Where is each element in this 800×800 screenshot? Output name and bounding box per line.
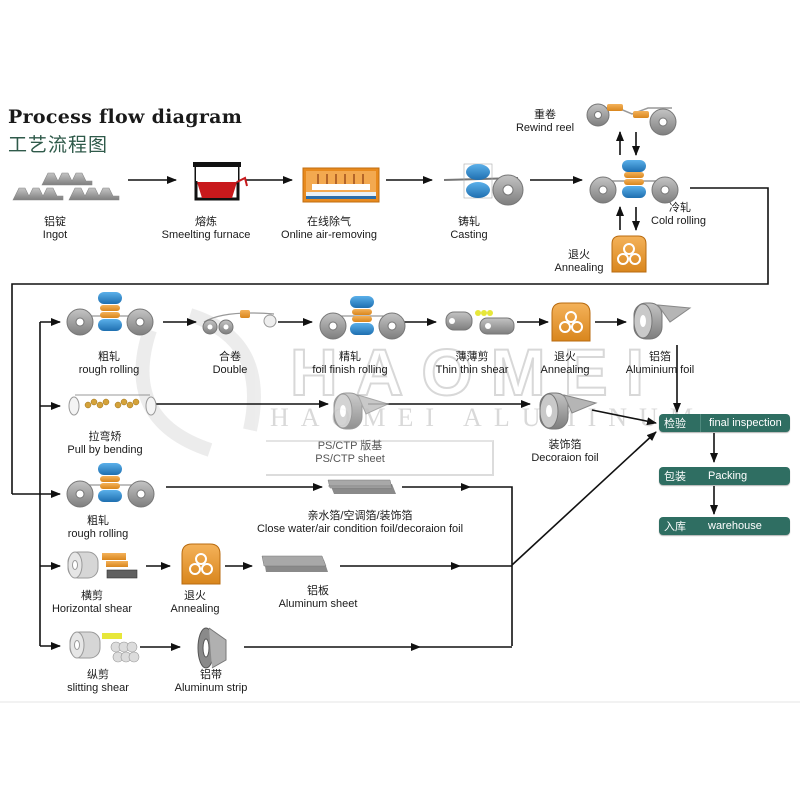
slitting-shear-icon xyxy=(69,631,140,663)
arrow-decoration-inspection xyxy=(591,409,657,426)
label-rough-rolling-2: 粗轧 rough rolling xyxy=(67,515,129,540)
label-cold-rolling: 冷轧 Cold rolling xyxy=(651,202,707,227)
double-icon xyxy=(202,310,277,335)
horizontal-shear-icon xyxy=(67,551,138,579)
label-foil-finish-rolling: 精轧 foil finish rolling xyxy=(312,351,388,376)
label-ps-ctp: PS/CTP 版基 PS/CTP sheet xyxy=(315,440,385,465)
annealing-icon xyxy=(611,235,647,273)
annealing-icon xyxy=(181,543,221,585)
label-air-removing: 在线除气 Online air-removing xyxy=(281,216,377,241)
stage-warehouse: 入库 warehouse xyxy=(659,517,790,535)
label-slitting-shear: 纵剪 slitting shear xyxy=(67,669,129,694)
smelting-furnace-icon xyxy=(193,162,248,201)
label-ingot: 铝锭 Ingot xyxy=(42,216,68,241)
ps-ctp-band xyxy=(266,440,494,476)
aluminum-sheet-icon xyxy=(261,555,328,572)
label-thin-shear: 薄薄剪 Thin thin shear xyxy=(435,351,509,376)
label-horizontal-shear: 横剪 Horizontal shear xyxy=(51,590,133,615)
arrow-merge-inspection xyxy=(511,431,657,566)
label-rough-rolling-1: 粗轧 rough rolling xyxy=(78,351,140,376)
connector-cold-to-branches xyxy=(11,187,769,494)
cold-rolling-icon xyxy=(589,160,679,204)
label-aluminium-foil: 铝箔 Aluminium foil xyxy=(625,351,695,376)
label-smelting: 熔炼 Smeelting furnace xyxy=(161,216,251,241)
stage-packing: 包装 Packing xyxy=(659,467,790,485)
label-close-water-foil: 亲水箔/空调箔/装饰箔 Close water/air condition fo… xyxy=(256,510,464,535)
rewind-reel-icon xyxy=(586,103,677,136)
foil-finish-rolling-icon xyxy=(319,296,406,340)
label-annealing-top: 退火 Annealing xyxy=(554,249,604,274)
pull-bending-icon xyxy=(68,394,157,416)
label-aluminum-strip: 铝带 Aluminum strip xyxy=(174,669,248,694)
aluminum-strip-icon xyxy=(197,627,227,669)
label-double: 合卷 Double xyxy=(212,351,248,376)
merge-line xyxy=(470,486,513,646)
page-title: Process flow diagram xyxy=(8,106,243,128)
thin-shear-icon xyxy=(445,310,515,335)
label-annealing-foil: 退火 Annealing xyxy=(540,351,590,376)
label-annealing-sheet: 退火 Annealing xyxy=(170,590,220,615)
decoration-foil-icon xyxy=(539,392,598,430)
casting-icon xyxy=(443,163,524,206)
label-casting: 铸轧 Casting xyxy=(450,216,488,241)
stage-final-inspection: 检验 final inspection xyxy=(659,414,790,432)
annealing-icon xyxy=(551,302,591,342)
rough-rolling-icon xyxy=(66,463,155,508)
ps-ctp-sheet-icon xyxy=(333,392,390,430)
label-rewind-reel: 重卷 Rewind reel xyxy=(515,109,575,134)
rough-rolling-icon xyxy=(66,292,154,336)
label-decoration-foil: 装饰箔 Decoraion foil xyxy=(531,439,599,464)
foil-sheets-icon xyxy=(327,479,396,494)
label-pull-bending: 拉弯矫 Pull by bending xyxy=(67,431,143,456)
aluminium-foil-icon xyxy=(633,302,692,340)
ingot-icon xyxy=(12,172,120,201)
label-aluminum-sheet: 铝板 Aluminum sheet xyxy=(278,585,358,610)
air-removing-icon xyxy=(302,167,380,203)
page-title-zh: 工艺流程图 xyxy=(8,134,109,156)
